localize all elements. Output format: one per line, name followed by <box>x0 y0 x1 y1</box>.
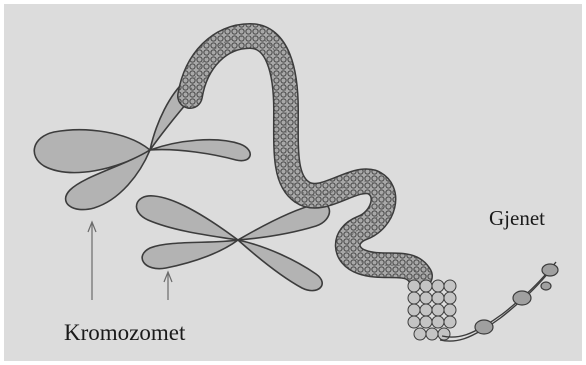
dna-strand <box>440 262 556 341</box>
genes-label: Gjenet <box>489 206 545 231</box>
chromosome-upper <box>34 75 250 209</box>
arrow-up-icon <box>88 222 96 300</box>
chromosome-lower <box>137 196 330 291</box>
nucleosome-stack <box>408 280 456 340</box>
chromosomes-label: Kromozomet <box>64 320 185 346</box>
gene-beads <box>475 264 558 334</box>
arrow-up-icon <box>164 272 172 300</box>
